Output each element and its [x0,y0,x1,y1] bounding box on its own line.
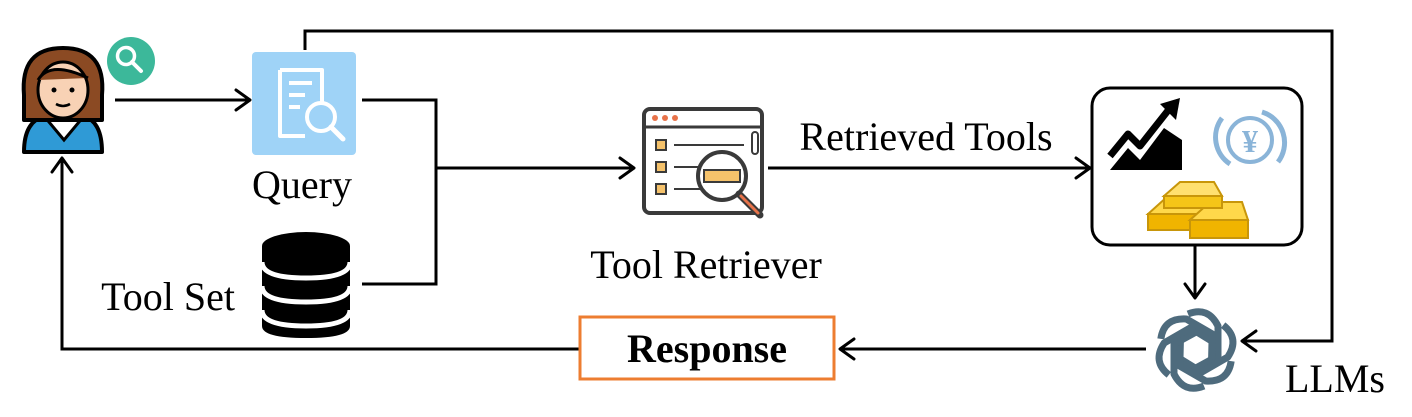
stock-chart-icon [1107,98,1182,170]
arrow-response-to-user [60,160,580,351]
search-icon [107,37,155,85]
llm-logo-icon [1155,308,1237,392]
tool-retriever-label: Tool Retriever [590,242,822,287]
tool-set-label: Tool Set [101,274,235,319]
currency-symbol: ¥ [1242,123,1258,159]
merge-bracket [362,98,438,286]
query-label: Query [252,162,352,207]
user-avatar-icon [21,46,105,154]
gold-bars-icon [1145,181,1250,239]
connectors [50,29,1334,361]
tool-retriever-icon [642,107,764,219]
currency-exchange-icon: ¥ [1213,109,1288,167]
document-search-icon [252,52,356,155]
response-label: Response [627,326,787,371]
response-box [578,315,836,381]
llms-label: LLMs [1285,356,1385,401]
arrow-query-to-llms [303,29,1334,343]
retrieved-tools-label: Retrieved Tools [799,114,1052,159]
database-icon [259,232,353,338]
